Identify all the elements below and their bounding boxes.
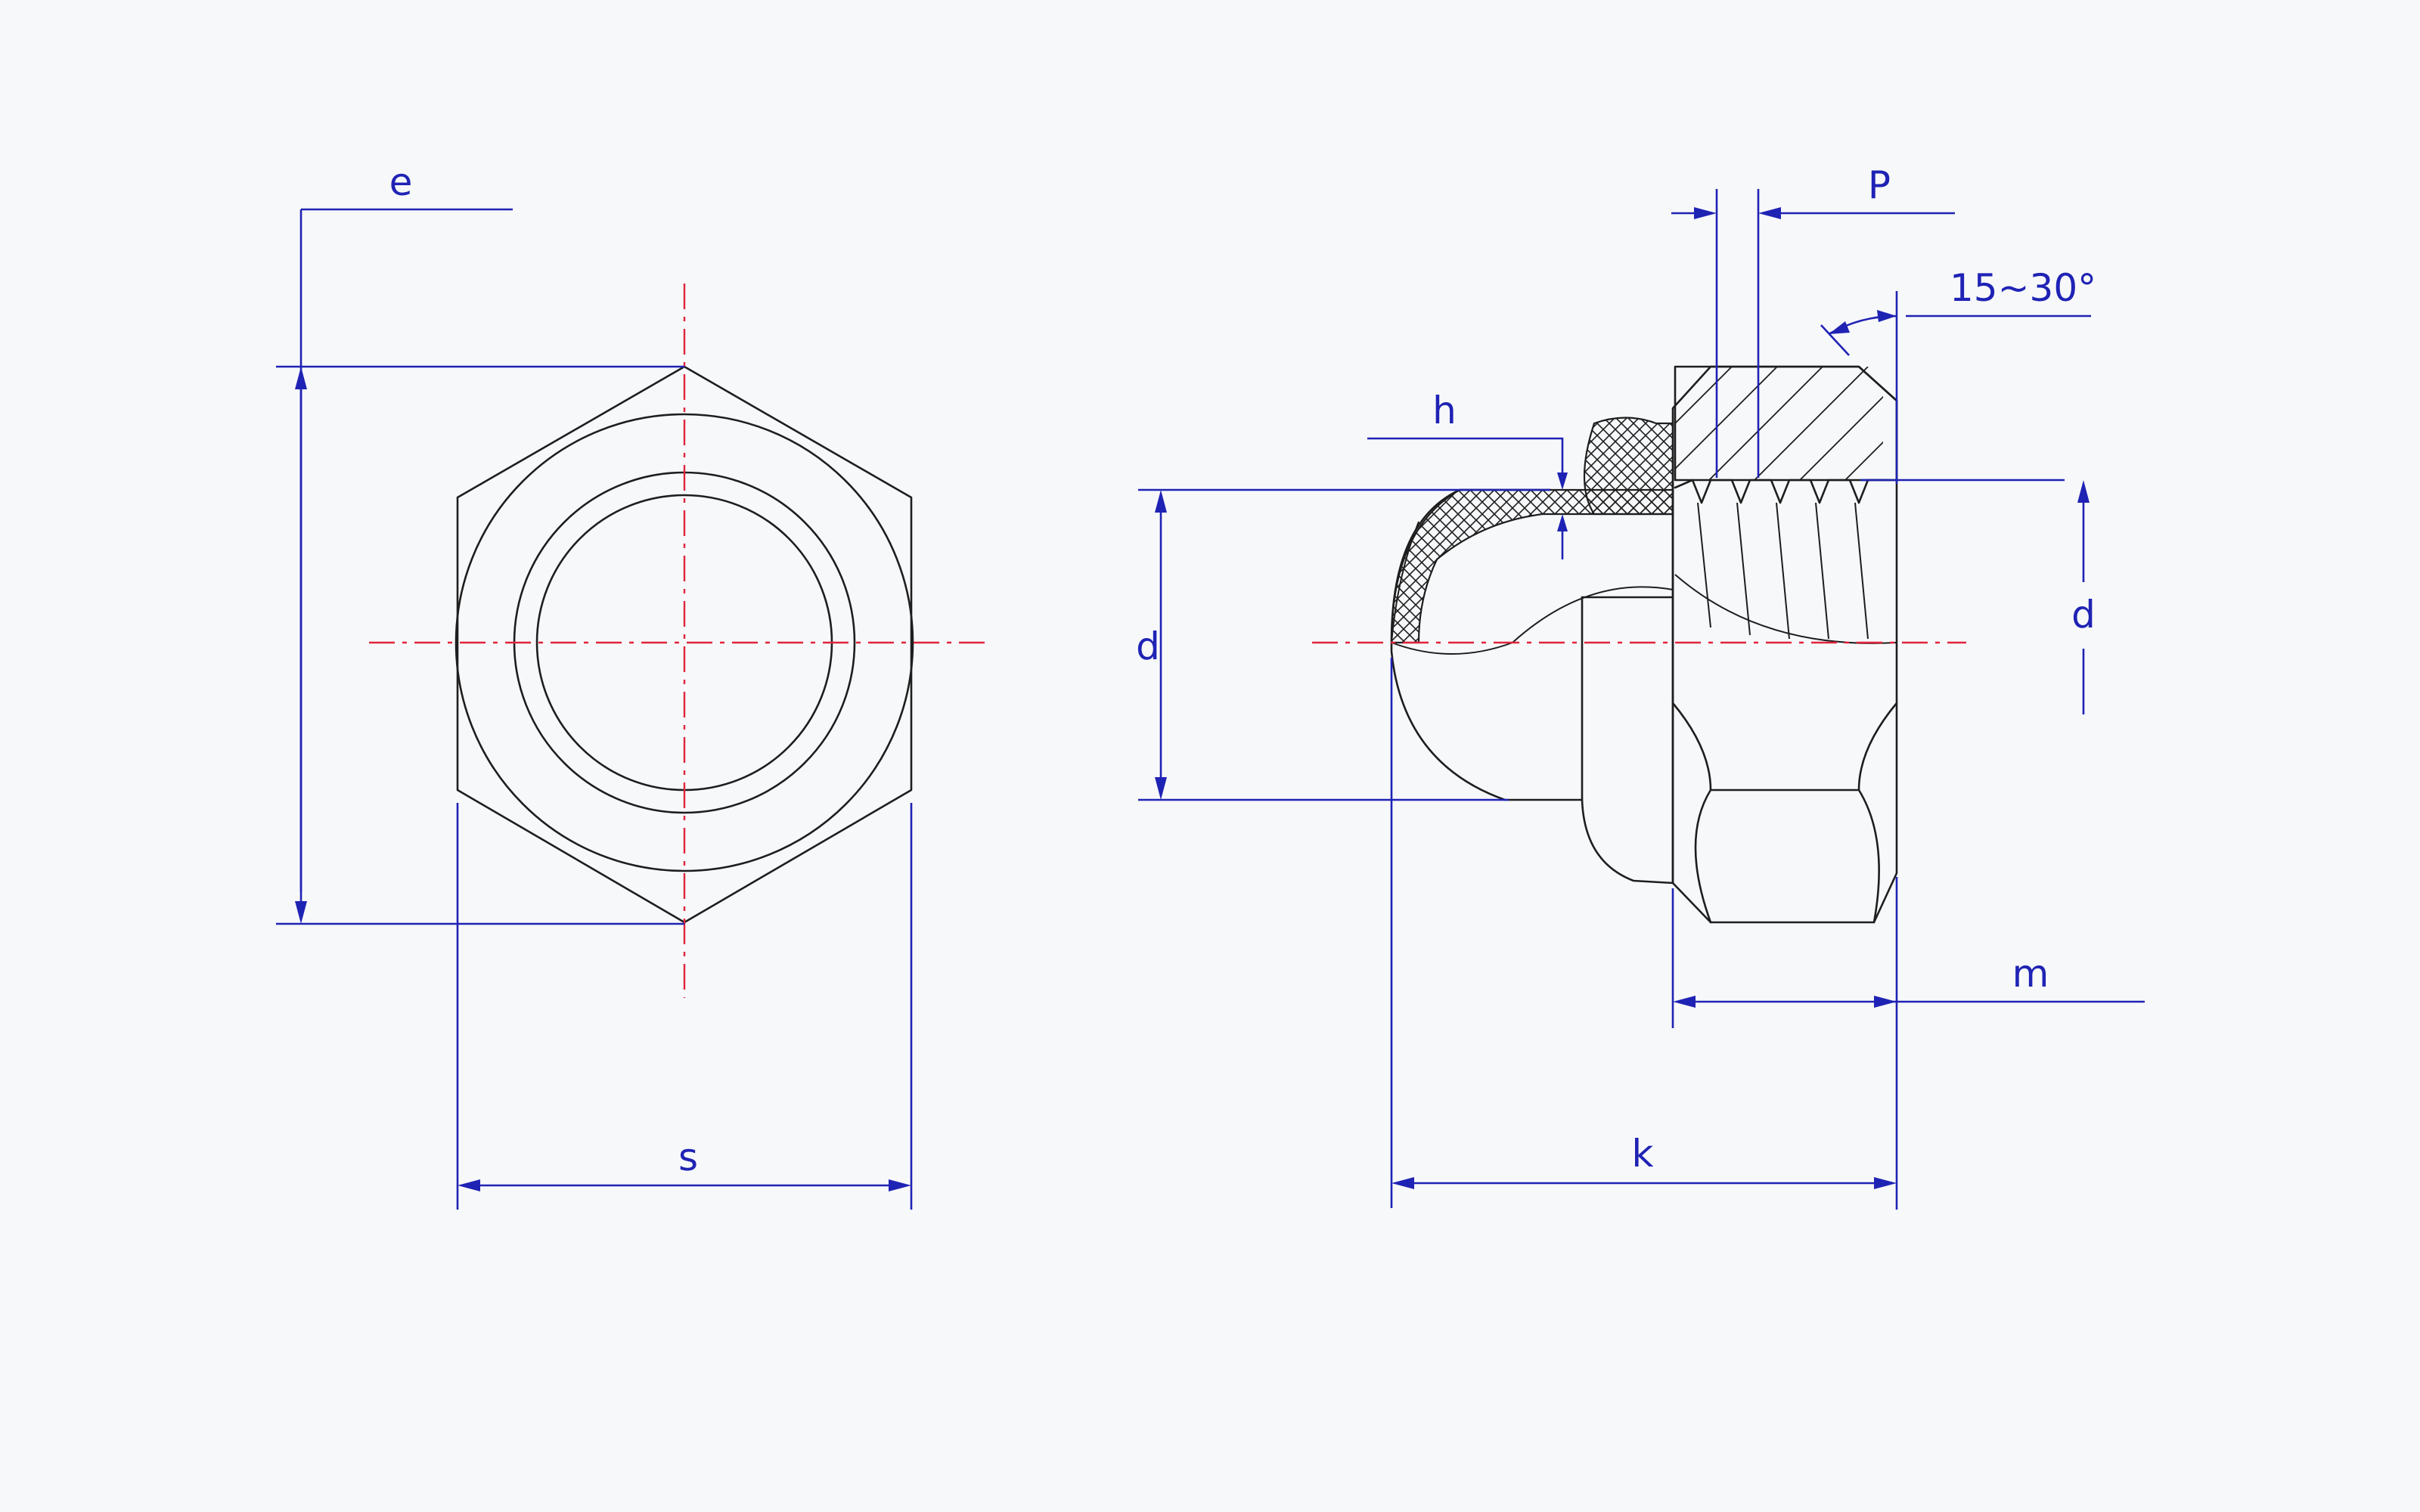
thread-flanks [1697,502,1869,640]
dimension-angle [1820,291,2091,484]
label-k: k [1632,1132,1654,1176]
dimension-d-left [1138,488,1550,801]
label-s: s [678,1136,698,1179]
body-section-outline [1674,365,1898,482]
label-d-right: d [2071,593,2096,637]
dimension-k [1390,658,1897,1208]
cap-wall-section [1390,488,1674,644]
label-e: e [389,160,413,204]
dimension-e [276,208,684,925]
dimension-s [456,803,913,1210]
front-view [369,284,991,998]
dimension-h [1367,437,1568,559]
dimension-p [1671,189,1955,478]
thread-teeth [1674,479,1891,504]
hex-flat-curves [1671,702,1898,924]
label-d-left: d [1136,624,1160,668]
label-h: h [1432,389,1457,432]
dimension-m [1671,877,2145,1210]
side-view [1312,365,1966,924]
label-p: P [1868,163,1891,207]
label-angle: 15~30° [1950,266,2096,310]
dome-cap-outline [1390,488,1584,801]
label-m: m [2012,952,2049,996]
cap-shoulder [1581,596,1674,885]
chamfer-circle [455,413,914,872]
dimension-d-right [1860,479,2090,714]
